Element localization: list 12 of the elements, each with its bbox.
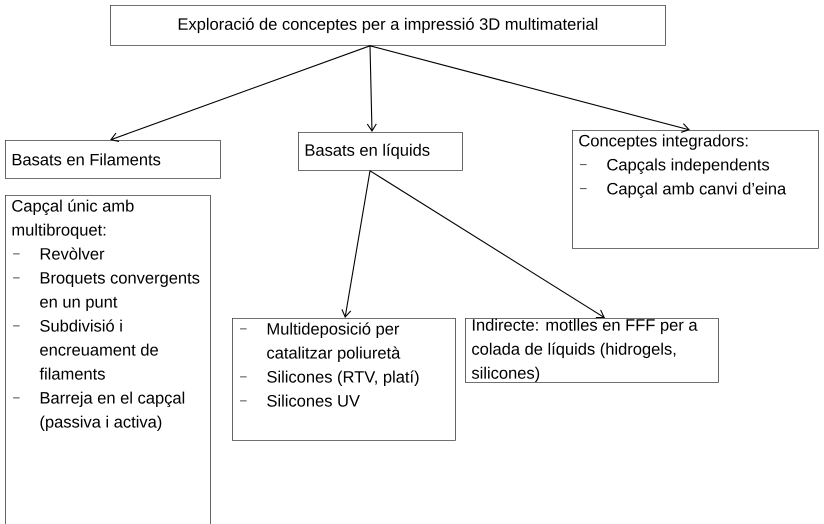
arrow [370,45,690,133]
arrow [366,46,377,132]
concept-box: Multideposició per catalitzar poliuretà Silicones (RTV, platí) Silicones UV [232,318,456,441]
concept-box: Indirecte: motlles en FFF per a colada de líquids (hidrogels, silicones) [465,318,719,383]
arrow [370,170,605,318]
concept-box: Capçal únic amb multibroquet: Revòlver Broquets convergents en un punt Subdivisió i encreuament de filaments Barreja en el capçal (passiva i activa) [5,195,211,524]
arrow [110,45,370,142]
concept-box: Basats en líquids [298,132,463,171]
concept-box: Exploració de conceptes per a impressió 3D multimaterial [110,5,666,46]
arrow [341,170,371,318]
concept-box: Conceptes integradors: Capçals independents Capçal amb canvi d’eina [572,130,819,249]
concept-box: Basats en Filaments [5,140,221,179]
